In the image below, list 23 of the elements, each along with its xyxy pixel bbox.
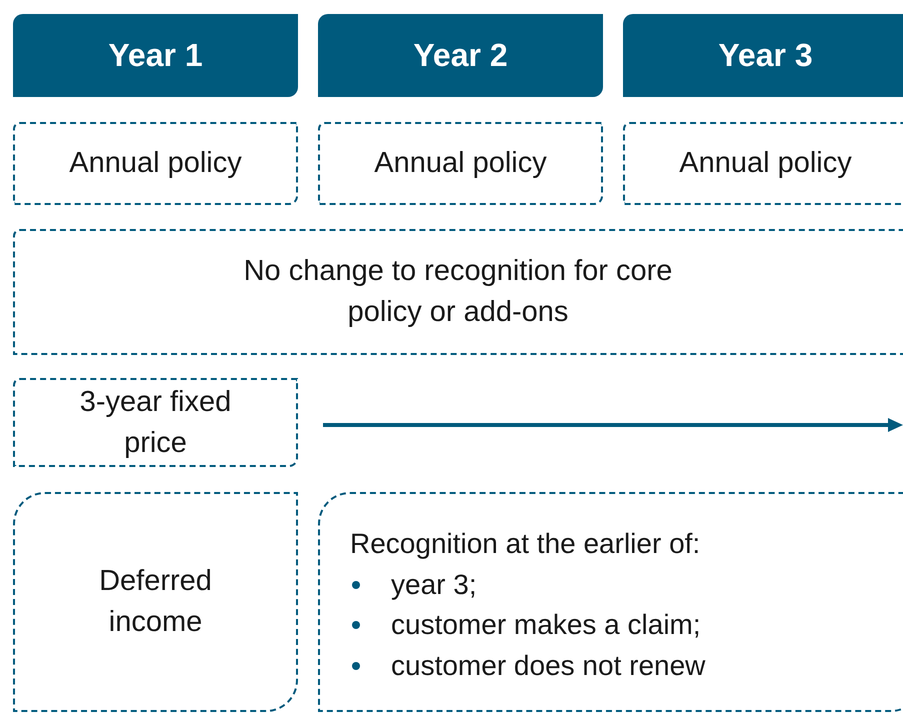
- dashed-box: [13, 229, 903, 355]
- box-label: Annual policy: [68, 146, 243, 181]
- list-item: customer makes a claim;: [391, 608, 701, 642]
- list-item: year 3;: [391, 568, 477, 602]
- header-label: Year 3: [717, 36, 814, 75]
- header-label: Year 1: [107, 36, 204, 75]
- list-item: customer does not renew: [391, 648, 706, 683]
- dashed-box: [318, 122, 603, 205]
- box-label: Annual policy: [678, 146, 853, 181]
- note-heading: Recognition at the earlier of:: [349, 527, 702, 561]
- year-header: [318, 14, 603, 97]
- dashed-box: [13, 378, 298, 467]
- box-label: 3-year fixed price: [78, 384, 232, 460]
- dashed-box: [623, 122, 903, 205]
- box-label: Deferred income: [98, 564, 213, 640]
- box-label: Annual policy: [373, 146, 548, 181]
- dashed-box: [13, 122, 298, 205]
- header-label: Year 2: [412, 36, 509, 75]
- note-box: [318, 492, 903, 712]
- year-header: [623, 14, 903, 97]
- box-label: No change to recognition for core policy or add-ons: [242, 254, 674, 330]
- year-header: [13, 14, 298, 97]
- dashed-box: [13, 492, 298, 712]
